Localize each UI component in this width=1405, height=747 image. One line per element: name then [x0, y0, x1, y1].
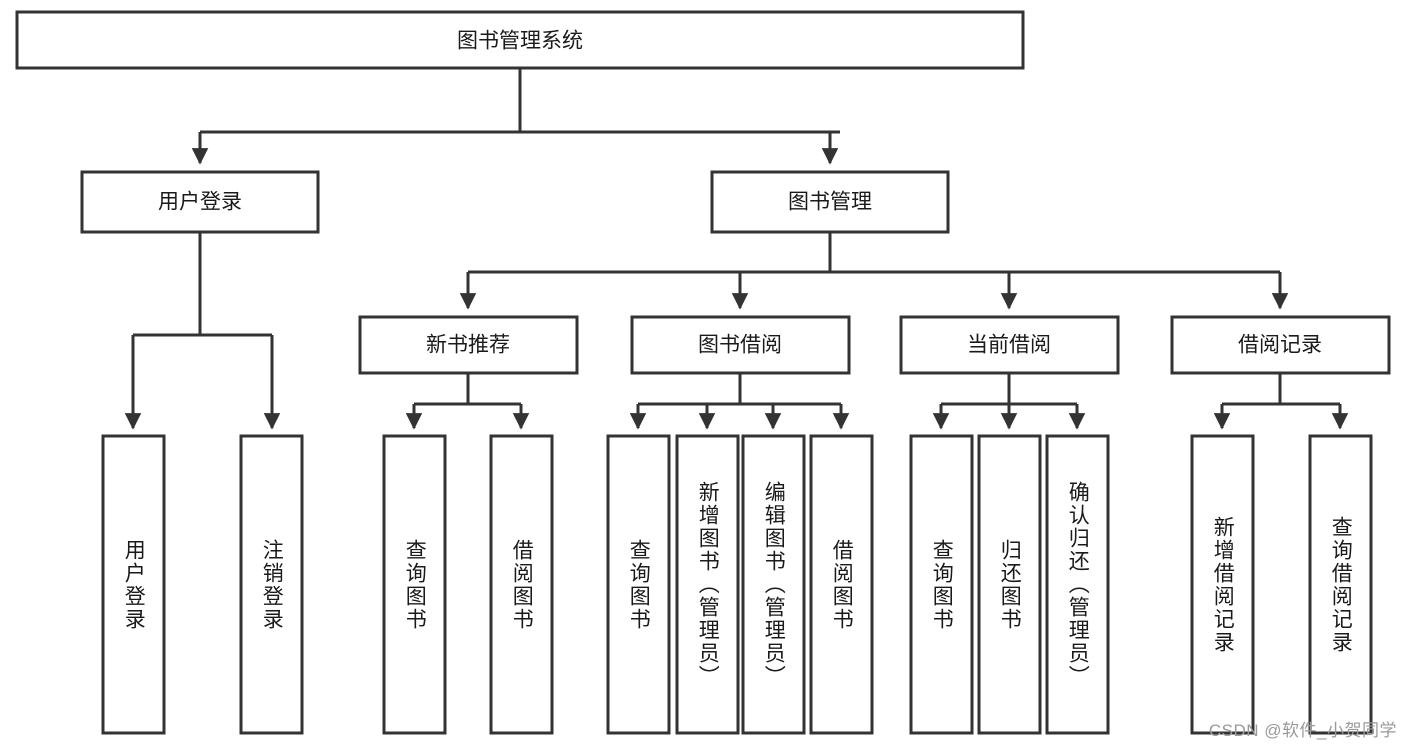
node-book-borrow[interactable]: 图书借阅: [630, 315, 851, 375]
watermark-text: CSDN @软件_小贺同学: [1208, 721, 1397, 740]
node-root[interactable]: 图书管理系统: [15, 10, 1025, 70]
node-book-borrow-label: 图书借阅: [698, 334, 782, 357]
node-new-book-recommend-label: 新书推荐: [426, 334, 510, 357]
leaf-box-borrow-book-bb[interactable]: [809, 434, 874, 735]
leaf-box-query-book-nb[interactable]: [382, 434, 447, 735]
leaf-box-query-borrow-record[interactable]: [1308, 434, 1373, 735]
node-root-label: 图书管理系统: [457, 30, 583, 53]
connector-root-to-level2: [191, 68, 840, 165]
leaf-box-return-book[interactable]: [977, 434, 1042, 735]
node-new-book-recommend[interactable]: 新书推荐: [358, 315, 579, 375]
node-borrow-record-label: 借阅记录: [1238, 334, 1322, 357]
leaf-box-add-book-admin[interactable]: [675, 434, 740, 735]
connector-borrowrecord-to-leaves: [1213, 373, 1349, 430]
node-user-login[interactable]: 用户登录: [80, 170, 320, 234]
leaf-box-query-book-cb[interactable]: [909, 434, 974, 735]
leaf-box-add-borrow-record[interactable]: [1190, 434, 1255, 735]
node-book-management-label: 图书管理: [788, 191, 872, 214]
connector-newbook-to-leaves: [405, 373, 530, 430]
leaf-box-query-book-bb[interactable]: [606, 434, 671, 735]
connector-bookborrow-to-leaves: [629, 373, 850, 430]
leaf-box-user-login[interactable]: [101, 434, 166, 735]
node-current-borrow[interactable]: 当前借阅: [899, 315, 1120, 375]
connector-currentborrow-to-leaves: [932, 373, 1086, 430]
node-current-borrow-label: 当前借阅: [967, 334, 1051, 357]
leaf-box-edit-book-admin[interactable]: [741, 434, 806, 735]
node-user-login-label: 用户登录: [158, 191, 242, 214]
leaf-box-confirm-return-admin[interactable]: [1045, 434, 1110, 735]
node-borrow-record[interactable]: 借阅记录: [1170, 315, 1391, 375]
connector-userlogin-to-leaves: [124, 232, 281, 430]
node-book-management[interactable]: 图书管理: [710, 170, 950, 234]
connector-bookmgmt-to-level3: [459, 232, 1289, 310]
leaf-box-borrow-book-nb[interactable]: [489, 434, 554, 735]
leaf-box-logout[interactable]: [239, 434, 304, 735]
